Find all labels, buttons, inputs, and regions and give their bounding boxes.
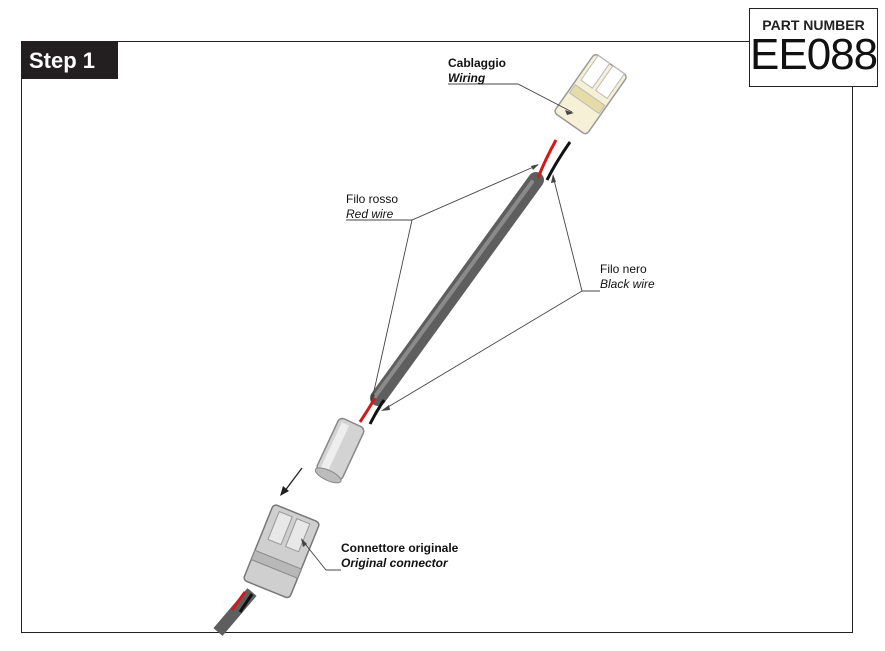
label-original-connector-it: Connettore originale [341, 541, 459, 555]
part-number-value: EE088 [750, 30, 878, 79]
label-red-wire-en: Red wire [346, 207, 394, 221]
label-original-connector: Connettore originale Original connector [341, 541, 458, 571]
label-wiring-en: Wiring [448, 71, 486, 85]
arrow-head-icon [280, 486, 289, 496]
black-wire-lower [368, 399, 386, 425]
bullet-connector [314, 417, 365, 484]
original-connector [243, 504, 320, 599]
red-wire-upper [536, 139, 558, 179]
part-number-box: PART NUMBER EE088 [749, 8, 878, 87]
original-black-wire [238, 593, 254, 613]
label-red-wire-it: Filo rosso [346, 192, 399, 206]
red-wire-lower [358, 397, 377, 423]
black-wire-upper [545, 141, 572, 181]
leader-lines [301, 83, 600, 571]
part-number-label: PART NUMBER [762, 17, 865, 33]
step-label: Step 1 [21, 41, 118, 79]
label-black-wire-en: Black wire [600, 277, 655, 291]
label-wiring: Cablaggio Wiring [448, 56, 506, 86]
cable-sheath-highlight [372, 180, 534, 400]
original-cable [213, 588, 257, 636]
wiring-plug [554, 54, 627, 135]
label-red-wire: Filo rosso Red wire [346, 192, 398, 222]
diagram-frame [21, 41, 853, 633]
cable-sheath [370, 172, 544, 406]
label-wiring-it: Cablaggio [448, 56, 507, 70]
leader-arrowheads [301, 110, 574, 547]
label-black-wire: Filo nero Black wire [600, 262, 655, 292]
label-original-connector-en: Original connector [341, 556, 448, 570]
label-black-wire-it: Filo nero [600, 262, 647, 276]
original-red-wire [230, 591, 247, 611]
direction-arrow [283, 467, 303, 493]
